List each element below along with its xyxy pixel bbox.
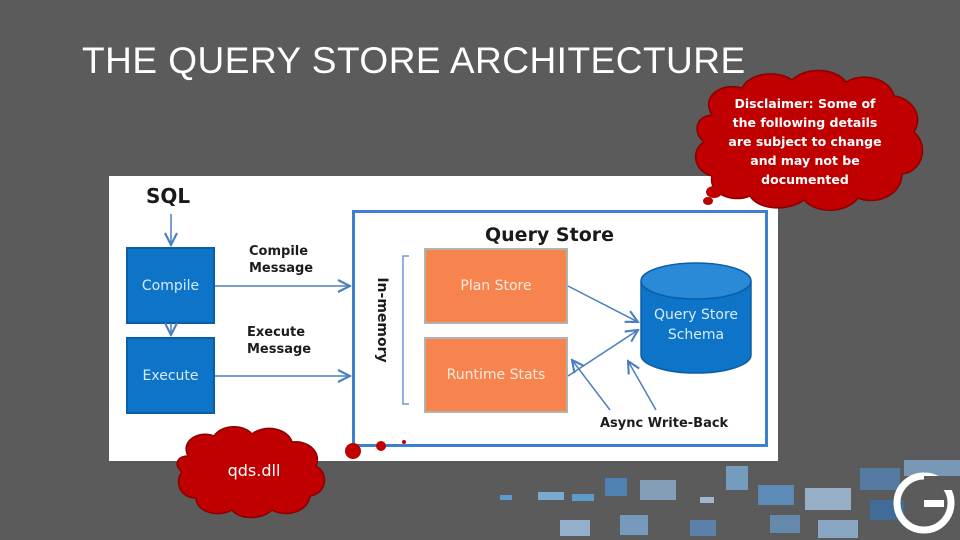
execute-message-line-1: Execute — [247, 325, 306, 340]
disclaimer-line-1: Disclaimer: Some of — [734, 96, 876, 111]
thought-dot-medium — [376, 441, 386, 451]
plan-store-box: Plan Store — [424, 248, 568, 324]
in-memory-bracket — [402, 255, 409, 405]
slide-title: THE QUERY STORE ARCHITECTURE — [82, 40, 746, 81]
compile-message-line-1: Compile — [249, 244, 309, 259]
execute-message-line-2: Message — [247, 342, 312, 357]
schema-line-2: Schema — [667, 327, 725, 343]
disclaimer-line-2: the following details — [732, 115, 878, 130]
execute-box: Execute — [126, 337, 215, 414]
runtime-stats-box: Runtime Stats — [424, 337, 568, 413]
query-store-schema-label: Query Store Schema — [641, 303, 751, 347]
compile-box: Compile — [126, 247, 215, 324]
async-write-back-label: Async Write-Back — [600, 416, 729, 431]
runtime-stats-label: Runtime Stats — [446, 367, 546, 383]
plan-store-to-schema-arrow — [567, 285, 638, 322]
disclaimer-line-3: are subject to change — [728, 134, 882, 149]
sql-label: SQL — [146, 184, 191, 208]
disclaimer-line-5: documented — [761, 172, 849, 187]
async-arrow-1 — [572, 360, 611, 411]
thought-dot-small — [402, 440, 406, 444]
execute-message-label: Execute Message — [247, 324, 311, 358]
disclaimer-cloud — [694, 69, 924, 211]
schema-line-1: Query Store — [654, 307, 738, 323]
plan-store-label: Plan Store — [460, 278, 532, 294]
decorative-mosaic — [500, 460, 960, 538]
thought-dot-large — [345, 443, 361, 459]
compile-box-label: Compile — [141, 277, 200, 294]
disclaimer-text: Disclaimer: Some of the following detail… — [722, 94, 888, 189]
query-store-container — [352, 210, 768, 447]
execute-box-label: Execute — [142, 367, 199, 384]
gs-logo — [893, 472, 955, 534]
compile-message-line-2: Message — [249, 261, 314, 276]
query-store-title: Query Store — [485, 224, 615, 246]
disclaimer-line-4: and may not be — [750, 153, 860, 168]
query-store-schema-cylinder — [640, 262, 752, 374]
qds-cloud — [176, 426, 326, 519]
qds-dll-text: qds.dll — [227, 461, 281, 480]
compile-message-label: Compile Message — [249, 243, 313, 277]
async-arrow-2 — [628, 361, 657, 411]
